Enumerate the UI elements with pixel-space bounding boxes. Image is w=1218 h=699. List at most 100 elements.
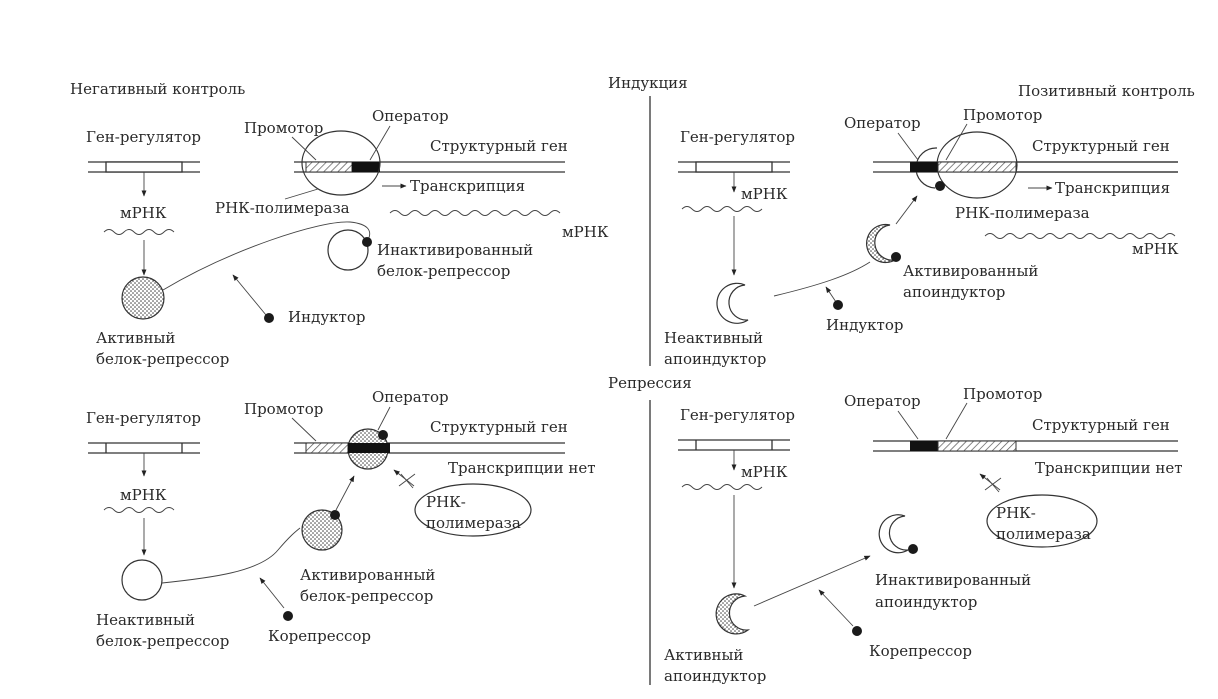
promoter-pointer (945, 123, 968, 161)
mrna-wave (681, 206, 763, 212)
operator-pointer (897, 410, 919, 440)
rna-polymerase-free (414, 483, 532, 537)
mrna-wave (103, 229, 175, 235)
inactivated-apoinducer-protein (878, 514, 909, 554)
regulator-gene-label: Ген-регулятор (680, 406, 795, 424)
operator-pointer (377, 406, 391, 431)
inactivated-repressor-label-1: Инактивированный (377, 241, 533, 259)
promoter-pointer (291, 417, 317, 442)
corepressor-molecule (852, 626, 862, 636)
conversion-curve (773, 261, 871, 297)
regulator-gene-label: Ген-регулятор (86, 128, 201, 146)
structural-gene-label: Структурный ген (1032, 137, 1170, 155)
inducer-label: Индуктор (288, 308, 365, 326)
rna-polymerase-label-1: РНК- (996, 504, 1036, 522)
conversion-curve (161, 527, 301, 584)
inactive-repressor-label-1: Неактивный (96, 611, 195, 629)
corepressor-arrow (818, 589, 854, 627)
active-repressor-protein (121, 276, 165, 320)
arrow-to-operator (335, 475, 355, 511)
rna-polymerase-label: РНК-полимераза (955, 204, 1090, 222)
inactive-repressor-label-2: белок-репрессор (96, 632, 229, 650)
inactive-apoinducer-protein (716, 282, 749, 324)
mrna-wave (103, 507, 175, 513)
mrna-wave (681, 484, 763, 490)
arrow-to-operator (895, 195, 918, 225)
transcribed-mrna-wave (389, 210, 561, 216)
mrna-label: мРНК (120, 486, 167, 504)
rna-polymerase-label-2: полимераза (996, 525, 1091, 543)
inactive-repressor-protein (121, 559, 163, 601)
induction-heading: Индукция (608, 74, 688, 92)
promoter-label: Промотор (244, 400, 323, 418)
operator-label: Оператор (844, 392, 921, 410)
operator-label: Оператор (844, 114, 921, 132)
inactivated-repressor-label-2: белок-репрессор (377, 262, 510, 280)
activated-repressor-label-1: Активированный (300, 566, 435, 584)
panel-negative-repression: Ген-регулятор мРНК Неактивный белок-репр… (86, 388, 596, 650)
rna-polymerase-free (986, 494, 1098, 548)
rna-polymerase (301, 130, 381, 196)
promoter-label: Промотор (963, 385, 1042, 403)
inactivated-apoinducer-label-2: апоиндуктор (875, 593, 977, 611)
promoter-pointer (291, 136, 317, 161)
conversion-arrow (753, 555, 871, 607)
promoter-label: Промотор (963, 106, 1042, 124)
mrna-label: мРНК (120, 204, 167, 222)
activated-apoinducer-protein (866, 223, 896, 264)
regulator-gene-dna (88, 442, 200, 454)
negative-control-heading: Негативный контроль (70, 80, 245, 98)
active-apoinducer-label-2: апоиндуктор (664, 667, 766, 685)
transcribed-mrna-wave (984, 233, 1176, 239)
structural-gene-label: Структурный ген (430, 137, 568, 155)
activated-repressor-label-2: белок-репрессор (300, 587, 433, 605)
no-transcription-label: Транскрипции нет (1035, 459, 1183, 477)
operon-dna (873, 440, 1178, 452)
corepressor-label: Корепрессор (869, 642, 972, 660)
positive-control-heading: Позитивный контроль (1018, 82, 1195, 100)
rna-polymerase-pointer (284, 188, 319, 200)
mrna-label: мРНК (741, 463, 788, 481)
bound-corepressor-on-operon (378, 430, 388, 440)
inducer-molecule (264, 313, 274, 323)
regulator-gene-dna (678, 439, 790, 451)
operator-pointer (369, 125, 391, 161)
mrna-label: мРНК (741, 185, 788, 203)
inducer-molecule (833, 300, 843, 310)
active-apoinducer-protein (715, 593, 751, 635)
bound-corepressor (908, 544, 918, 554)
mrna-product-label: мРНК (562, 223, 609, 241)
conversion-curve (162, 221, 371, 291)
inducer-arrow (232, 274, 267, 316)
panel-positive-induction: Ген-регулятор мРНК Неактивный апоиндукто… (664, 106, 1179, 368)
transcription-label: Транскрипция (410, 177, 525, 195)
regulator-gene-dna (88, 161, 200, 173)
operon-dna (294, 161, 565, 173)
regulator-gene-dna (678, 161, 790, 173)
structural-gene-label: Структурный ген (430, 418, 568, 436)
bound-corepressor (330, 510, 340, 520)
activated-repressor-protein (301, 509, 343, 551)
bound-inducer-on-operon (935, 181, 945, 191)
operator-label: Оператор (372, 388, 449, 406)
operon-dna (873, 131, 1178, 199)
bound-inducer (891, 252, 901, 262)
active-repressor-label-2: белок-репрессор (96, 350, 229, 368)
regulator-gene-label: Ген-регулятор (86, 409, 201, 427)
panel-negative-induction: Ген-регулятор мРНК Активный белок-репрес… (86, 107, 609, 368)
panel-positive-repression: Ген-регулятор мРНК Активный апоиндуктор … (664, 385, 1183, 685)
inactivated-repressor-protein (327, 229, 369, 271)
bound-activated-apoinducer (915, 147, 938, 189)
active-repressor-label-1: Активный (96, 329, 175, 347)
inactivated-apoinducer-label-1: Инактивированный (875, 571, 1031, 589)
promoter-label: Промотор (244, 119, 323, 137)
active-apoinducer-label-1: Активный (664, 646, 743, 664)
rna-polymerase-label-1: РНК- (426, 493, 466, 511)
blocked-x-icon (398, 473, 416, 489)
operon-dna (294, 428, 565, 470)
corepressor-molecule (283, 611, 293, 621)
blocked-x-icon (984, 477, 1002, 493)
operator-label: Оператор (372, 107, 449, 125)
no-transcription-label: Транскрипции нет (448, 459, 596, 477)
